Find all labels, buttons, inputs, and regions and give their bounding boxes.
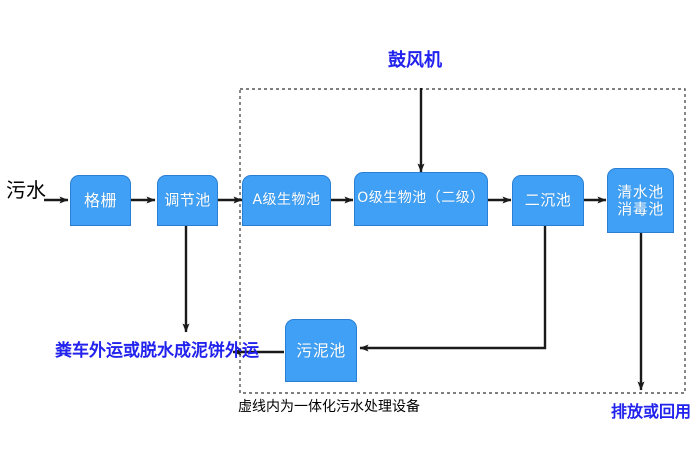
node-o-pool[interactable]: O级生物池（二级） bbox=[354, 172, 488, 226]
node-regulate[interactable]: 调节池 bbox=[157, 175, 218, 226]
label-dashed-caption: 虚线内为一体化污水处理设备 bbox=[238, 399, 420, 415]
node-settler-label: 二沉池 bbox=[524, 191, 572, 210]
node-sludge[interactable]: 污泥池 bbox=[285, 319, 357, 382]
node-grid-label: 格栅 bbox=[83, 190, 117, 210]
label-sludge-outlet: 粪车外运或脱水成泥饼外运 bbox=[55, 341, 259, 361]
label-blower: 鼓风机 bbox=[388, 50, 442, 71]
node-a-pool-label: A级生物池 bbox=[252, 191, 321, 208]
node-clearwater-label-line2: 消毒池 bbox=[617, 199, 664, 218]
node-sludge-label: 污泥池 bbox=[296, 340, 346, 360]
node-clearwater-label-line1: 清水池 bbox=[617, 182, 664, 201]
arrow-settler-to-sludge bbox=[359, 226, 547, 352]
node-a-pool[interactable]: A级生物池 bbox=[242, 175, 331, 226]
node-regulate-label: 调节池 bbox=[164, 191, 211, 210]
label-inlet: 污水 bbox=[6, 178, 46, 202]
node-clearwater[interactable]: 清水池 消毒池 bbox=[607, 168, 674, 233]
node-o-pool-label: O级生物池（二级） bbox=[357, 190, 485, 207]
node-grid[interactable]: 格栅 bbox=[70, 175, 131, 226]
label-effluent: 排放或回用 bbox=[611, 402, 692, 421]
node-settler[interactable]: 二沉池 bbox=[512, 175, 584, 226]
